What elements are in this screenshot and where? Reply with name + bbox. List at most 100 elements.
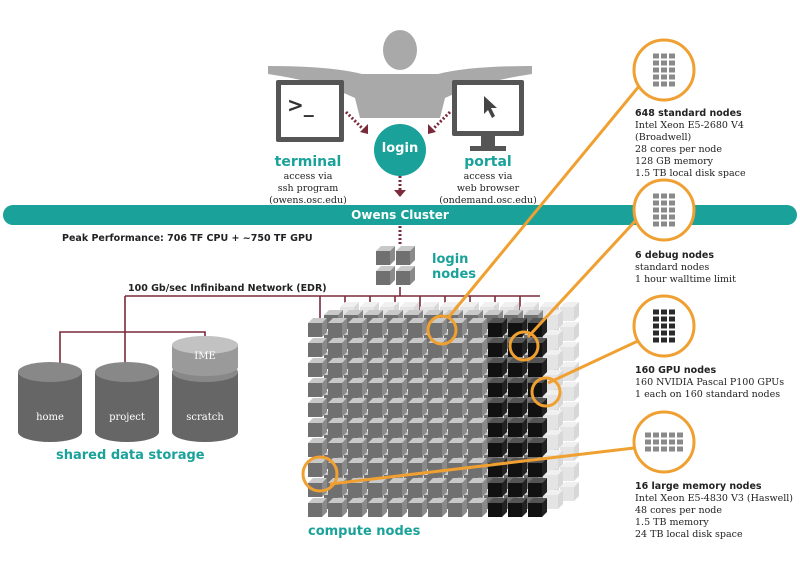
compute-node-cube <box>448 438 467 457</box>
compute-node-cube <box>448 498 467 517</box>
node-icon-cell <box>653 81 659 87</box>
compute-node-cube <box>488 418 507 437</box>
terminal-desc-line1: access via <box>283 171 333 182</box>
compute-node-cube <box>388 438 407 457</box>
node-type-debug: 6 debug nodes standard nodes 1 hour wall… <box>635 250 800 286</box>
node-icon-cell <box>653 221 659 227</box>
node-icon-cell <box>653 207 659 213</box>
node-type-large-memory: 16 large memory nodes Intel Xeon E5-4830… <box>635 481 800 541</box>
compute-node-cube <box>308 338 327 357</box>
node-icon-cell <box>669 432 675 438</box>
node-icon-cell <box>645 439 651 445</box>
terminal-desc-line3: (owens.osc.edu) <box>269 195 347 206</box>
compute-node-cube <box>468 338 487 357</box>
node-icon-cell <box>653 330 659 336</box>
svg-text:>_: >_ <box>287 93 314 117</box>
compute-node-cube <box>488 478 507 497</box>
node-icon-cell <box>653 67 659 73</box>
compute-node-cube <box>488 358 507 377</box>
node-icon-cell <box>669 446 675 452</box>
compute-node-cube <box>308 498 327 517</box>
node-icon-cell <box>677 446 683 452</box>
compute-node-cube <box>428 338 447 357</box>
compute-node-cube <box>328 338 347 357</box>
compute-node-cube <box>348 358 367 377</box>
login-circle <box>374 124 426 176</box>
node-icon-cell <box>661 193 667 199</box>
node-icon-cell <box>653 439 659 445</box>
compute-node-cube <box>388 398 407 417</box>
node-icon-cell <box>669 221 675 227</box>
compute-node-cube <box>408 398 427 417</box>
compute-node-cube <box>308 398 327 417</box>
compute-node-cube <box>528 498 547 517</box>
compute-node-cube <box>328 398 347 417</box>
node-icon-cell <box>661 316 667 322</box>
compute-node-cube <box>408 318 427 337</box>
compute-node-cube <box>348 398 367 417</box>
compute-node-cube <box>368 458 387 477</box>
node-icon-cell <box>661 67 667 73</box>
storage-caption: shared data storage <box>56 448 205 463</box>
node-type-line: 1 each on 160 standard nodes <box>635 389 781 400</box>
node-icon-cell <box>669 67 675 73</box>
compute-node-cube <box>308 418 327 437</box>
node-icon-cell <box>669 214 675 220</box>
node-icon-cell <box>669 200 675 206</box>
portal-desc-line1: access via <box>463 171 513 182</box>
compute-node-cube <box>448 378 467 397</box>
node-icon-cell <box>669 81 675 87</box>
storage-project-cylinder <box>95 362 159 442</box>
node-icon-cell <box>669 193 675 199</box>
node-icon-cell <box>661 337 667 343</box>
node-icon-cell <box>669 53 675 59</box>
node-type-line: 48 cores per node <box>635 505 723 516</box>
node-icon-cell <box>653 309 659 315</box>
node-icon-cell <box>653 214 659 220</box>
compute-node-cube <box>328 498 347 517</box>
compute-node-cube <box>348 318 367 337</box>
node-icon-cell <box>661 309 667 315</box>
compute-node-cube <box>368 478 387 497</box>
terminal-icon: >_ <box>276 80 344 142</box>
portal-desc-line2: web browser <box>456 183 520 194</box>
node-icon-cell <box>661 432 667 438</box>
storage-ime-label: IME <box>194 351 216 362</box>
compute-node-cube <box>368 438 387 457</box>
compute-node-cube <box>308 358 327 377</box>
compute-node-cube <box>348 338 367 357</box>
node-icon-cell <box>669 207 675 213</box>
terminal-desc: access via ssh program (owens.osc.edu) <box>258 171 358 207</box>
node-type-line: standard nodes <box>635 262 710 273</box>
login-nodes-label: login nodes <box>432 252 476 282</box>
compute-node-cube <box>368 498 387 517</box>
compute-node-cube <box>448 358 467 377</box>
node-type-line: 24 TB local disk space <box>635 529 743 540</box>
node-icon-cell <box>653 316 659 322</box>
compute-node-cube <box>308 378 327 397</box>
node-icon-cell <box>669 309 675 315</box>
node-icon-cell <box>661 60 667 66</box>
compute-node-cube <box>408 418 427 437</box>
compute-node-cube <box>428 458 447 477</box>
compute-node-cube <box>388 498 407 517</box>
login-nodes-line2: nodes <box>432 267 477 282</box>
compute-node-cube <box>388 418 407 437</box>
compute-node-cube <box>408 478 427 497</box>
compute-node-cube <box>348 498 367 517</box>
terminal-desc-line2: ssh program <box>277 183 339 194</box>
compute-node-cube <box>488 338 507 357</box>
compute-node-cube <box>328 378 347 397</box>
node-type-gpu: 160 GPU nodes 160 NVIDIA Pascal P100 GPU… <box>635 365 800 401</box>
node-icon-cell <box>653 74 659 80</box>
network-label: 100 Gb/sec Infiniband Network (EDR) <box>128 283 327 294</box>
node-icon-cell <box>661 446 667 452</box>
node-icon-cell <box>653 53 659 59</box>
compute-node-cube <box>368 358 387 377</box>
node-type-icons <box>645 53 683 452</box>
node-type-line: 128 GB memory <box>635 156 714 167</box>
compute-node-cube <box>348 378 367 397</box>
node-type-title: 16 large memory nodes <box>635 481 762 492</box>
node-icon-cell <box>645 432 651 438</box>
storage-project-label: project <box>109 412 145 423</box>
